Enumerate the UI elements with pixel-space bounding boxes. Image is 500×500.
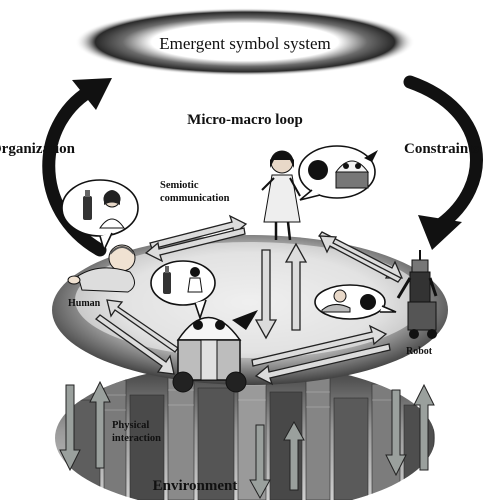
robot-label: Robot (406, 346, 433, 357)
constraints-arrowhead (418, 215, 462, 250)
symbol-system-halo (75, 8, 415, 76)
organization-arrow (42, 81, 107, 257)
organization-arrowhead (72, 78, 112, 110)
semiotic-label: Semiotic (160, 180, 199, 191)
organization-label: Organization (0, 141, 76, 157)
bubble-human-bottle (61, 179, 139, 253)
interaction-label: interaction (112, 433, 161, 444)
physical-label: Physical (112, 420, 149, 431)
bottle-icon (163, 266, 171, 294)
human-label: Human (68, 298, 101, 309)
robot-small-icon (335, 150, 378, 189)
ball-icon (308, 160, 328, 180)
environment-label: Environment (153, 478, 238, 494)
human-baby-icon (321, 289, 351, 313)
child-icon (261, 150, 301, 241)
robot-small-icon (172, 310, 258, 393)
human-baby-icon (67, 244, 136, 293)
child-icon (187, 267, 203, 293)
ball-icon (360, 294, 376, 310)
communication-label: communication (160, 193, 230, 204)
interaction-arrows (94, 214, 403, 386)
physical-interaction-arrows (59, 380, 435, 500)
robot-tall-icon (396, 250, 438, 339)
bottle-icon (83, 190, 92, 220)
constraints-label: Constraints (404, 141, 479, 157)
constraints-arrow (403, 75, 483, 232)
micro-macro-loop-label: Micro-macro loop (187, 112, 303, 128)
human-adult-icon (99, 190, 125, 229)
emergent-symbol-system-label: Emergent symbol system (159, 34, 331, 53)
